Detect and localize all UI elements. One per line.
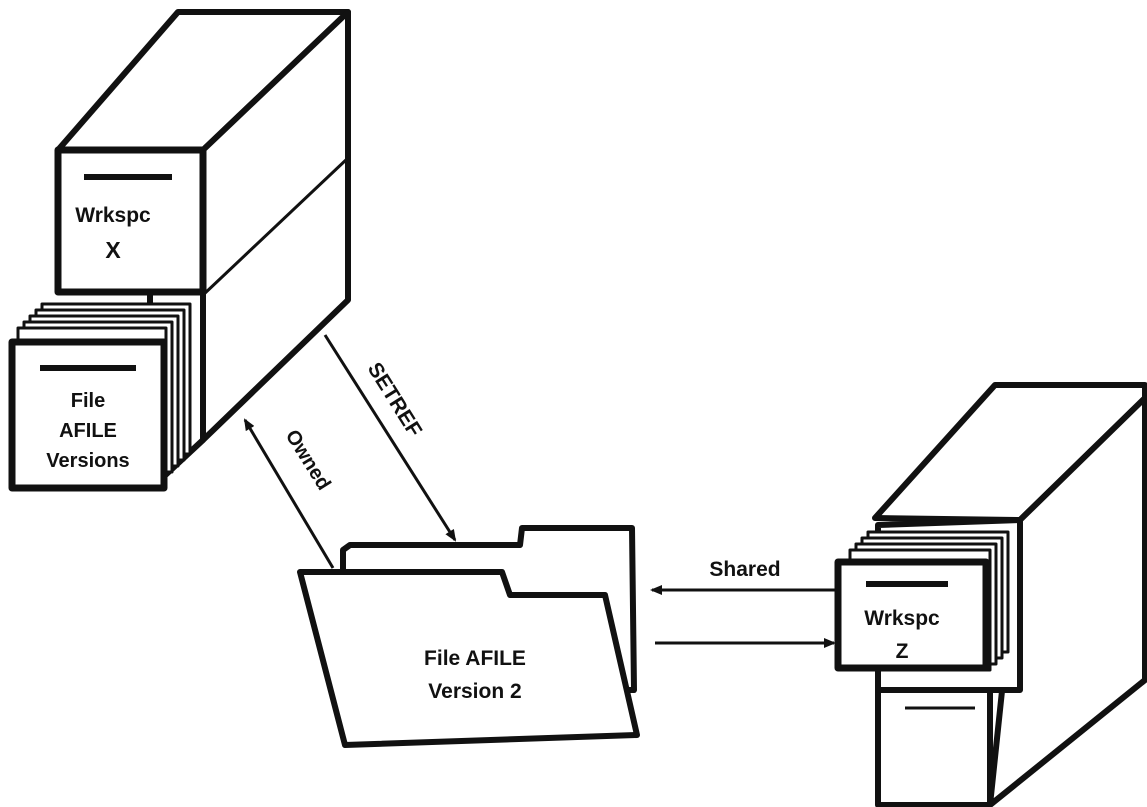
folder-afile-version-2: [300, 528, 637, 745]
file-versions-label-line3: Versions: [46, 450, 129, 472]
workspace-x-label-line2: X: [105, 237, 121, 263]
shared-label: Shared: [709, 558, 780, 581]
folder-label-line1: File AFILE: [424, 647, 526, 670]
file-versions-label-line1: File: [71, 390, 105, 412]
workspace-z-card-stack: [838, 532, 1008, 670]
setref-arrow: [325, 335, 455, 540]
setref-label: SETREF: [363, 358, 426, 441]
workspace-z-label-line2: Z: [896, 640, 909, 663]
folder-label-line2: Version 2: [428, 680, 521, 703]
file-versions-label-line2: AFILE: [59, 420, 117, 442]
owned-label: Owned: [281, 426, 335, 494]
cabinet-z-lower-drawer: [878, 688, 990, 805]
workspace-x-label-line1: Wrkspc: [75, 204, 151, 227]
workspace-z-label-line1: Wrkspc: [864, 607, 940, 630]
